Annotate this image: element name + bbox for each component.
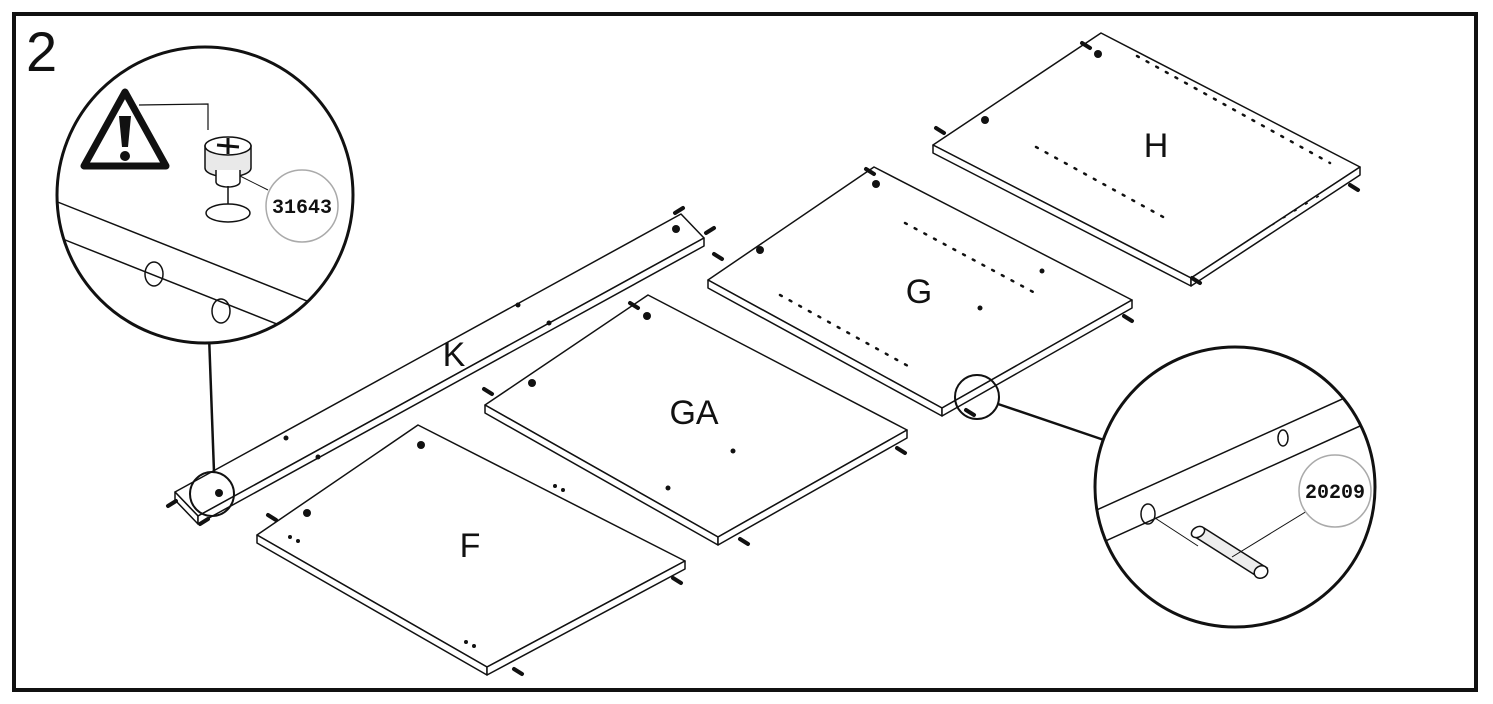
part-number-20209: 20209 — [1305, 482, 1365, 505]
panel-label-k: K — [443, 336, 466, 374]
panel-g — [707, 166, 1134, 417]
panel-label-g: G — [906, 273, 932, 311]
warning-triangle-icon — [80, 88, 170, 170]
part-number-badge — [265, 169, 339, 243]
part-number-31643: 31643 — [272, 197, 332, 220]
panel-ga — [482, 294, 908, 546]
cam-lock-icon — [204, 136, 252, 223]
diagram-frame — [12, 12, 1478, 692]
step-number: 2 — [26, 20, 58, 83]
panel-k — [166, 206, 716, 526]
panel-label-ga: GA — [669, 394, 718, 432]
panel-h — [932, 32, 1361, 287]
panel-label-h: H — [1144, 127, 1169, 165]
dowel-pin-icon — [1190, 525, 1269, 580]
cam-lock-zoom-callout: 31643 — [55, 45, 355, 345]
panel-f — [256, 424, 686, 676]
dowel-zoom-callout: 20209 — [1093, 345, 1377, 629]
part-number-badge — [1298, 454, 1372, 528]
panel-label-f: F — [460, 527, 481, 565]
